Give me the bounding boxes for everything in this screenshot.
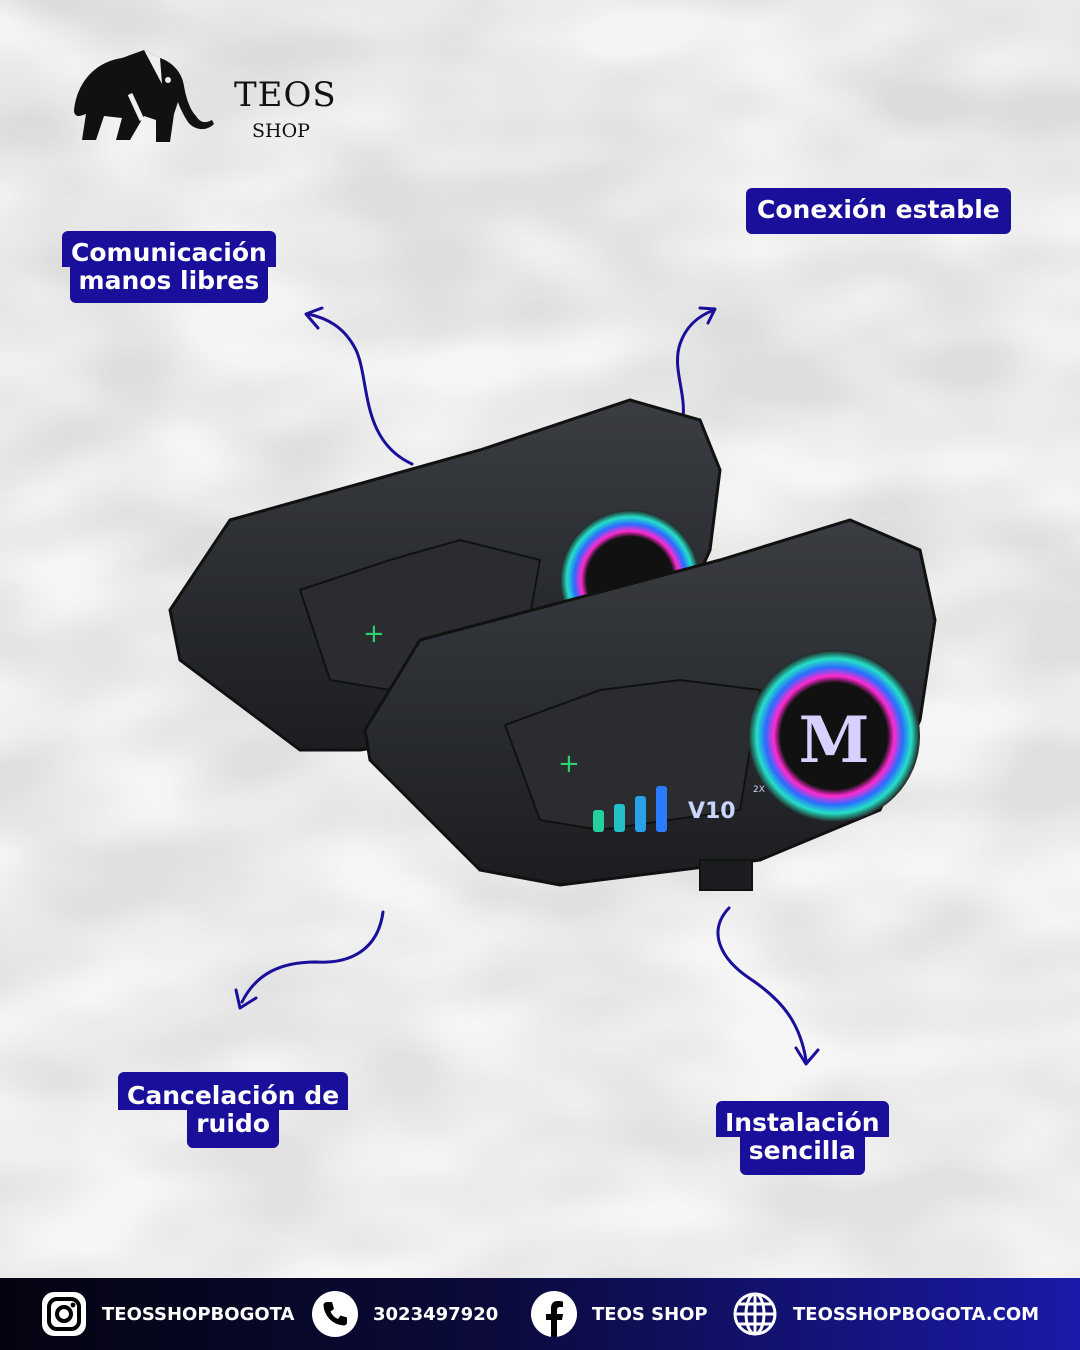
feature-label-easy-install: Instalación sencilla (716, 1101, 889, 1175)
svg-text:+: + (558, 749, 580, 779)
globe-icon (733, 1292, 777, 1336)
facebook-icon (531, 1291, 577, 1337)
footer-facebook[interactable]: TEOS SHOP (530, 1278, 708, 1350)
product-badge: M (799, 703, 870, 778)
footer-facebook-name: TEOS SHOP (592, 1303, 708, 1325)
feature-label-line: ruido (187, 1110, 279, 1148)
product-model-suffix: 2X (753, 785, 765, 795)
brand-sub: SHOP (252, 120, 310, 142)
footer-website[interactable]: TEOSSHOPBOGOTA.COM (731, 1278, 1039, 1350)
footer-instagram-handle: TEOSSHOPBOGOTA (102, 1303, 295, 1325)
product-intercom-pair: + + M V 10 2X (168, 398, 937, 891)
feature-label-line: Cancelación de (118, 1072, 349, 1110)
feature-label-line: Comunicación (62, 231, 276, 267)
brand-name: TEOS (234, 75, 337, 115)
feature-label-line: manos libres (69, 267, 269, 303)
contact-footer: TEOSSHOPBOGOTA 3023497920 TEOS SHOP TEOS… (0, 1278, 1080, 1350)
feature-label-line: Conexión estable (746, 188, 1011, 234)
product-model: 10 (705, 799, 736, 824)
feature-label-line: Instalación (716, 1101, 889, 1137)
footer-website-url: TEOSSHOPBOGOTA.COM (793, 1303, 1040, 1325)
phone-icon (312, 1291, 358, 1337)
feature-label-noise-cancel: Cancelación de ruido (118, 1072, 349, 1148)
footer-phone[interactable]: 3023497920 (311, 1278, 498, 1350)
footer-instagram[interactable]: TEOSSHOPBOGOTA (40, 1278, 294, 1350)
brand-logo: TEOS SHOP (64, 44, 354, 154)
footer-phone-number: 3023497920 (373, 1303, 499, 1325)
svg-text:V: V (688, 799, 705, 824)
feature-label-handsfree: Comunicación manos libres (62, 231, 276, 303)
feature-label-stable-connection: Conexión estable (746, 188, 1011, 234)
feature-label-line: sencilla (739, 1137, 865, 1175)
svg-text:+: + (363, 619, 385, 649)
instagram-icon (42, 1292, 86, 1336)
elephant-icon (74, 50, 214, 142)
intercom-front: + M V 10 2X (363, 518, 937, 891)
